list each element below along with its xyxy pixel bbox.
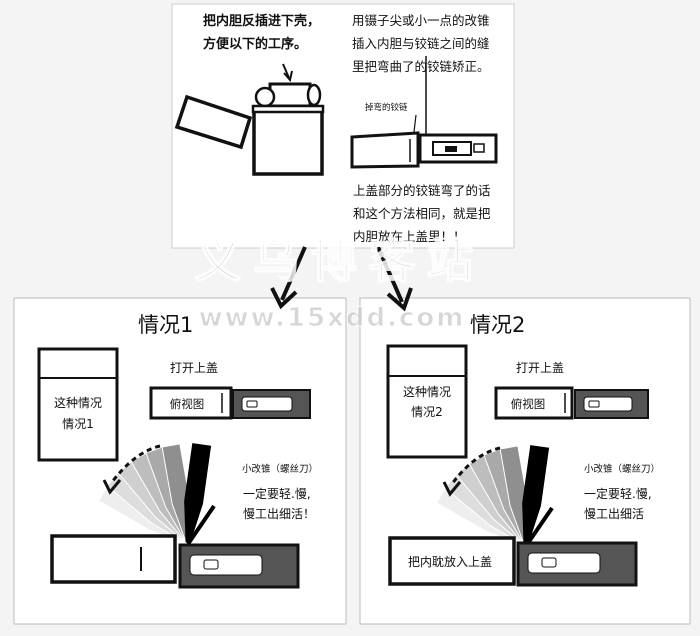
instruction-right-line-1: 用镊子尖或小一点的改锥 <box>352 13 490 28</box>
top-panel: 把内胆反插进下壳， 方便以下的工序。 用镊子尖或小一点的改锥 插入内胆与铰链之间… <box>171 3 515 249</box>
branch-arrows <box>270 246 413 312</box>
case1-screwdriver-fan <box>97 443 216 546</box>
case2-caution-1: 一定要轻.慢, <box>584 486 652 501</box>
case2-caution-2: 慢工出细活 <box>584 507 644 521</box>
case2-box-text-1: 这种情况 <box>403 384 451 399</box>
case2-box-text-2: 情况2 <box>411 405 443 419</box>
case1-open-lid: 打开上盖 <box>170 361 218 375</box>
arrow-to-case1 <box>280 246 307 301</box>
lighter-lid-open <box>174 94 253 150</box>
case1-bottom-insert-hole <box>203 559 219 570</box>
chimney-insert <box>268 82 312 108</box>
case1-motion-arrow <box>110 444 161 483</box>
case2-open-lid: 打开上盖 <box>516 361 564 375</box>
arrow-to-case2 <box>376 246 404 303</box>
watermark-url: www.15xdd.com <box>199 303 466 333</box>
hinge-lid <box>350 131 420 169</box>
hinge-insert-pin <box>445 146 457 152</box>
case1-title: 情况1 <box>138 313 193 337</box>
case1-topview-insert-hole <box>246 400 258 408</box>
case2-box <box>386 344 468 459</box>
case2-bottom-lid <box>388 536 516 586</box>
instruction-left-line-2: 方便以下的工序。 <box>203 36 307 52</box>
watermark: 义乌博客站 www.15xdd.com <box>194 233 485 333</box>
lighter-insert-illustration <box>174 63 325 176</box>
case1-topview-label: 俯视图 <box>170 397 205 411</box>
case2-motion-arrow <box>450 446 501 485</box>
insert-arrow-head <box>283 70 293 83</box>
hinge-label-pointer <box>413 114 417 133</box>
case2-topview-lid <box>494 386 574 420</box>
case1-bottom-insert-window <box>189 554 263 576</box>
case1-tool-label: 小改锥（螺丝刀） <box>242 463 318 475</box>
case2-bottom-insert <box>516 541 638 587</box>
lower-case-rim <box>251 104 325 114</box>
case1-motion-arrowhead <box>102 479 122 495</box>
hinge-fix-illustration: 掉弯的铰链 <box>350 56 498 169</box>
case2-motion-arrowhead <box>442 481 462 497</box>
instruction-left-line-1: 把内胆反插进下壳， <box>203 13 320 29</box>
hinge-label: 掉弯的铰链 <box>365 102 408 113</box>
case1-panel: 情况1 这种情况 情况1 打开上盖 俯视图 小改锥（螺丝刀） 一定要轻.慢, 慢… <box>13 297 347 625</box>
case1-bottom-lid <box>50 534 177 584</box>
lighter-lower-case <box>252 108 324 176</box>
case1-caution-1: 一定要轻.慢, <box>243 486 311 501</box>
case2-bottom-insert-window <box>527 552 601 574</box>
case2-tool-label: 小改锥（螺丝刀） <box>584 463 660 475</box>
hinge-insert-tab <box>473 143 485 153</box>
case2-topview-insert-hole <box>588 400 600 408</box>
instruction-right-line-3: 里把弯曲了的铰链矫正。 <box>352 59 490 74</box>
watermark-main: 义乌博客站 <box>195 234 485 288</box>
flint-wheel-left <box>254 86 276 108</box>
cam-right <box>306 83 322 107</box>
case1-box <box>37 347 119 462</box>
screwdriver-shaft <box>524 506 554 548</box>
case1-box-text-1: 这种情况 <box>54 395 102 410</box>
case2-title: 情况2 <box>470 313 525 337</box>
case1-topview-lid <box>149 386 233 420</box>
arrow-to-case1-head <box>270 287 298 310</box>
case2-screwdriver-fan <box>435 445 554 548</box>
case2-topview-label: 俯视图 <box>511 397 546 411</box>
note-line-1: 上盖部分的铰链弯了的话 <box>353 183 491 198</box>
arrow-to-case2-head <box>386 287 413 312</box>
instruction-right-line-2: 插入内胆与铰链之间的缝 <box>352 36 490 51</box>
note-line-2: 和这个方法相同，就是把 <box>353 206 491 221</box>
case2-bottom-insert-hole <box>541 557 557 568</box>
insert-arrow-shaft <box>282 63 290 79</box>
screwdriver-shaft <box>186 504 216 546</box>
note-line-3: 内胆放在上盖里！！ <box>353 229 466 244</box>
case2-put-text: 把内耽放入上盖 <box>408 554 492 569</box>
case1-box-text-2: 情况1 <box>62 417 94 431</box>
case2-panel: 情况2 这种情况 情况2 打开上盖 俯视图 小改锥（螺丝刀） 一定要轻.慢, 慢… <box>359 297 691 625</box>
case1-caution-2: 慢工出细活！ <box>243 507 315 521</box>
